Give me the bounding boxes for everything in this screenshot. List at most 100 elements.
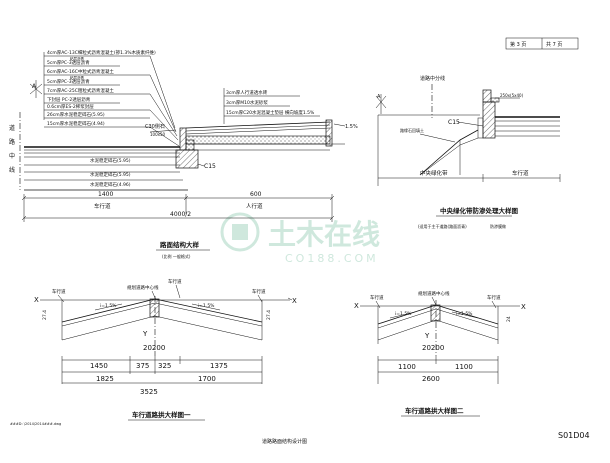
drawing-number: S01D04 (558, 431, 590, 440)
layer-label: 5cm厚PC-3透层沥青 (47, 78, 90, 85)
layer-label: 粘层沥青 (70, 56, 84, 61)
pavement-caption-note: (比例 一般格式) (162, 253, 191, 259)
layer-label: 26cm厚水泥稳定碎石(5.95) (47, 111, 105, 118)
sidewalk (185, 119, 345, 151)
median-caption-note: (适用于主干道路(路面沥青) (418, 223, 467, 229)
median-note: 路缘石回填土 (400, 127, 424, 133)
cs2-dim-row1: 1100 (455, 363, 473, 371)
cs2-slope-left: i=1.5% (395, 311, 412, 317)
watermark-text-en: CO188.COM (285, 252, 379, 265)
title-block-page: 第 3 页 (510, 41, 526, 48)
cs1-top-right-label: 车行道 (168, 278, 182, 285)
median-lbl-median: 中央绿化带 (420, 169, 448, 177)
svg-text:A: A (32, 83, 37, 90)
dim-sidewalk: 600 (250, 191, 262, 198)
thickness-note: 水泥稳定碎石(4.96) (90, 181, 131, 188)
file-path: ###D: \2014\2014###.dwg (10, 422, 61, 426)
cs2-dim-row1: 1100 (398, 363, 416, 371)
median-lbl-lane: 车行道 (512, 169, 529, 177)
title-block: 第 3 页 共 7 页 (505, 37, 579, 50)
cs1-y-label: Y (142, 330, 148, 338)
centerline-char: 中 (9, 152, 15, 160)
layer-label: 15cm厚水泥稳定碎石(4.94) (47, 120, 105, 127)
cs1-dim-row2: 1825 (96, 375, 114, 383)
thickness-note: 水泥稳定碎石(5.95) (90, 171, 131, 178)
median-c15: C15 (448, 119, 460, 126)
cs1-dim-total: 3525 (140, 388, 158, 396)
median-caption: 中央绿化带防渗处理大样图 (440, 206, 519, 215)
centerline-char: 线 (9, 166, 15, 174)
cs1-dim-row2: 1700 (198, 375, 216, 383)
curb-dim: 100x50 (150, 132, 166, 137)
dim-carriageway: 1400 (98, 191, 113, 198)
median-detail: A 道路中分线 250x(5x40) C15 路缘石回填土 中央绿化带 车行道 … (375, 75, 561, 229)
cs1-x-label-right: X (292, 297, 297, 305)
cs2-y-label: Y (424, 332, 430, 340)
curb (149, 127, 199, 169)
layer-label: 5cm厚PC-3透层沥青 (47, 59, 90, 66)
cs1-dim-row1: 325 (158, 362, 171, 370)
watermark-text-cn: 土木在线 (268, 218, 380, 251)
cs2-slope-right: i=1.5% (456, 311, 473, 317)
cs1-dim-side: 27.4 (42, 310, 48, 320)
cs1-dim-center: 20200 (143, 344, 165, 352)
layer-label: 0.6cm厚ES-2稀浆封层 (47, 103, 94, 110)
cs1-top-right2-label: 车行道 (252, 288, 266, 295)
layer-label: 7cm厚AC-25C粗粒式沥青混凝土 (47, 87, 114, 94)
watermark-logo-icon (220, 212, 260, 252)
dim-total: 4000/2 (170, 211, 191, 218)
pavement-caption: 路面结构大样 (160, 240, 200, 249)
svg-text:A: A (377, 94, 381, 100)
layer-label: 下封层 PC-2透层沥青 (47, 96, 91, 103)
median-curb-dim: 250x(5x40) (500, 93, 524, 98)
cs1-caption: 车行道路拱大样图一 (132, 410, 191, 419)
cross-section-1: 车行道 规划道路中心线 车行道 车行道 X X i=1.5% i=1.5% 27… (34, 278, 297, 421)
cs2-x-label-right: X (521, 303, 526, 311)
sidewalk-layer-label: 3cm厚M10水泥砂浆 (226, 99, 268, 106)
cs2-top-mid-label: 规划道路中心线 (418, 290, 450, 297)
cs2-caption: 车行道路拱大样图二 (405, 406, 464, 415)
cross-section-2: 车行道 规划道路中心线 车行道 X X i=1.5% i=1.5% 24 Y 2… (354, 290, 526, 417)
cs1-dim-row1: 375 (136, 362, 149, 370)
sidewalk-layer-label: 15cm厚C20水泥混凝土垫层 横向坡度1.5% (226, 109, 315, 116)
cs1-top-mid-label: 规划道路中心线 (127, 284, 159, 291)
cs1-dim-row1: 1375 (210, 362, 228, 370)
median-axis-arrow-icon: A (375, 94, 387, 114)
c15-label: C15 (204, 163, 216, 170)
layer-label: 6cm厚AC-16C中粒式沥青混凝土 (47, 68, 114, 75)
cs1-x-label: X (34, 296, 39, 304)
watermark: 土木在线 CO188.COM (220, 212, 380, 265)
side-slope: 1.5% (345, 124, 358, 130)
layer-label: 4cm厚AC-13C细粒式沥青混凝土(掺1.3%木质素纤维) (47, 49, 156, 56)
cs1-dim-side-right: 27.4 (266, 310, 272, 320)
centerline-char: 道 (9, 124, 15, 132)
centerline-char: 路 (9, 138, 15, 146)
cs2-dim-total: 2600 (422, 375, 440, 383)
title-block-total: 共 7 页 (546, 41, 562, 48)
sidewalk-layer-label: 3cm厚人行道透水砖 (226, 89, 268, 96)
lbl-sidewalk: 人行道 (246, 202, 263, 210)
median-caption-note2: 防渗膜做 (490, 223, 506, 229)
cs1-top-left-label: 车行道 (52, 288, 66, 295)
cs1-slope-right: i=1.5% (198, 303, 215, 309)
lbl-carriageway: 车行道 (94, 202, 111, 210)
sidewalk-labels: 3cm厚人行道透水砖 3cm厚M10水泥砂浆 15cm厚C20水泥混凝土垫层 横… (223, 88, 320, 124)
pavement-dimensions (21, 194, 335, 222)
cs2-dim-center: 20200 (422, 344, 444, 352)
pavement-section (24, 146, 188, 191)
thickness-note: 水泥稳定碎石(5.95) (90, 157, 131, 164)
layer-label: 粘层沥青 (70, 75, 84, 80)
layer-labels: 4cm厚AC-13C细粒式沥青混凝土(掺1.3%木质素纤维) 粘层沥青 5cm厚… (44, 49, 156, 128)
cs1-dim-row1: 1450 (90, 362, 108, 370)
cs2-dim-side: 24 (506, 316, 512, 322)
cs2-top-right-label: 车行道 (487, 294, 501, 301)
cs2-x-label: X (354, 302, 359, 310)
axis-arrow-icon: A (29, 80, 43, 98)
curb-label: C30侧石 (145, 123, 165, 130)
cs2-top-left-label: 车行道 (370, 294, 384, 301)
cs1-slope-left: i=1.5% (100, 303, 117, 309)
drawing-title: 道路路面结构设计图 (262, 438, 307, 445)
median-top-label: 道路中分线 (420, 75, 445, 82)
pavement-detail: A 4cm厚AC-13C细粒式沥青混凝土(掺1.3%木质素纤维) 粘层沥青 5c… (9, 49, 358, 259)
